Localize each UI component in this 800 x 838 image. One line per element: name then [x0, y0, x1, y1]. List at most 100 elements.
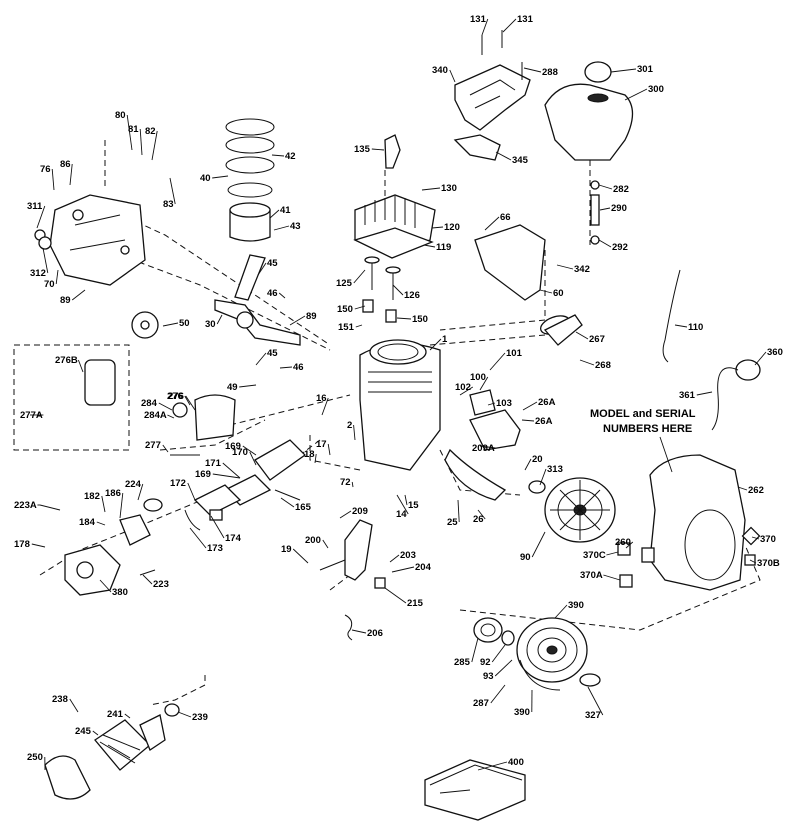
part-313 [528, 480, 546, 494]
part-370C [617, 542, 631, 556]
part-173 [184, 509, 201, 531]
leader-line [71, 289, 86, 301]
leader-line [599, 207, 611, 211]
part-number-label: 290 [611, 203, 627, 214]
leader-line [603, 574, 621, 581]
leader-line [481, 18, 489, 36]
note-line-1: MODEL and SERIAL [590, 408, 696, 420]
part-number-label: 342 [574, 264, 590, 275]
leader-line [321, 397, 329, 416]
part-174 [209, 509, 223, 521]
leader-line [187, 482, 196, 501]
leader-line [162, 444, 169, 453]
leader-line [389, 554, 400, 563]
leader-line [625, 541, 634, 549]
part-25 [444, 448, 507, 501]
part-number-label: 86 [60, 159, 71, 170]
leader-line [751, 536, 760, 540]
part-number-label: 70 [44, 279, 55, 290]
leader-line [239, 384, 257, 388]
leader-line [77, 359, 84, 373]
leader-line [754, 351, 767, 366]
leader-line [459, 386, 474, 396]
leader-line [484, 216, 500, 231]
leader-line [255, 352, 267, 366]
leader-line [322, 539, 329, 549]
part-number-label: 268 [595, 360, 611, 371]
leader-line [69, 163, 73, 186]
part-number-label: 267 [589, 334, 605, 345]
leader-line [31, 543, 46, 548]
model-serial-note: MODEL and SERIAL NUMBERS HERE [590, 408, 696, 473]
leader-line [51, 168, 55, 191]
note-line-2: NUMBERS HERE [603, 423, 692, 435]
part-number-label: 311 [27, 201, 43, 212]
part-172 [193, 484, 242, 516]
part-300 [544, 83, 634, 161]
part-number-label: 16 [316, 393, 327, 404]
leader-line [185, 395, 196, 411]
part-number-label: 260 [615, 537, 631, 548]
part-number-label: 89 [60, 295, 71, 306]
part-number-label: 26A [538, 397, 556, 408]
leader-line [371, 148, 385, 151]
part-290 [590, 194, 600, 226]
part-number-label: 277A [20, 410, 43, 421]
leader-line [587, 686, 604, 716]
part-number-label: 370A [580, 570, 603, 581]
leader-line [292, 548, 309, 564]
part-number-label: 135 [354, 144, 371, 155]
part-number-label: 165 [295, 502, 312, 513]
leader-line [169, 177, 176, 205]
part-number-label: 14 [396, 509, 407, 520]
part-number-label: 262 [748, 485, 764, 496]
part-239 [164, 703, 180, 717]
leader-line [624, 88, 648, 101]
part-number-label: 169 [225, 441, 241, 452]
part-number-label: 66 [500, 212, 511, 223]
leader-line [539, 468, 547, 486]
part-number-label: 287 [473, 698, 489, 709]
part-103 [469, 389, 496, 416]
part-number-label: 312 [30, 268, 46, 279]
part-number-label: 72 [340, 477, 351, 488]
part-number-label: 46 [293, 362, 304, 373]
leader-line [423, 244, 436, 248]
part-327 [579, 673, 601, 687]
leader-line [139, 128, 143, 156]
part-209A [469, 409, 521, 451]
leader-line [354, 305, 366, 310]
leader-line [184, 395, 191, 406]
part-345 [453, 134, 501, 161]
part-number-label: 209A [472, 443, 495, 454]
part-110 [662, 269, 681, 363]
leader-line [421, 187, 441, 191]
leader-line [610, 68, 637, 73]
part-number-label: 178 [14, 539, 30, 550]
part-284 [172, 402, 188, 418]
part-number-label: 313 [547, 464, 563, 475]
leader-line [257, 262, 267, 276]
part-number-label: 204 [415, 562, 432, 573]
leader-line [353, 424, 356, 441]
part-number-label: 50 [179, 318, 190, 329]
part-169 [254, 439, 307, 481]
leader-line [606, 551, 619, 556]
part-number-label: 45 [267, 348, 278, 359]
part-number-label: 327 [585, 710, 601, 721]
leader-line [539, 289, 553, 294]
part-number-label: 288 [542, 67, 558, 78]
part-number-label: 276B [55, 355, 78, 366]
part-number-label: 184 [79, 517, 96, 528]
part-number-label: 276 [167, 391, 183, 402]
leader-line [479, 376, 489, 391]
leader-line [579, 359, 595, 366]
part-number-label: 76 [40, 164, 51, 175]
leader-line [674, 324, 688, 328]
part-number-label: 171 [205, 458, 222, 469]
leader-line [487, 402, 496, 406]
part-number-label: 182 [84, 491, 100, 502]
leader-line [431, 226, 444, 229]
part-312 [38, 236, 52, 250]
part-number-label: 173 [207, 543, 223, 554]
